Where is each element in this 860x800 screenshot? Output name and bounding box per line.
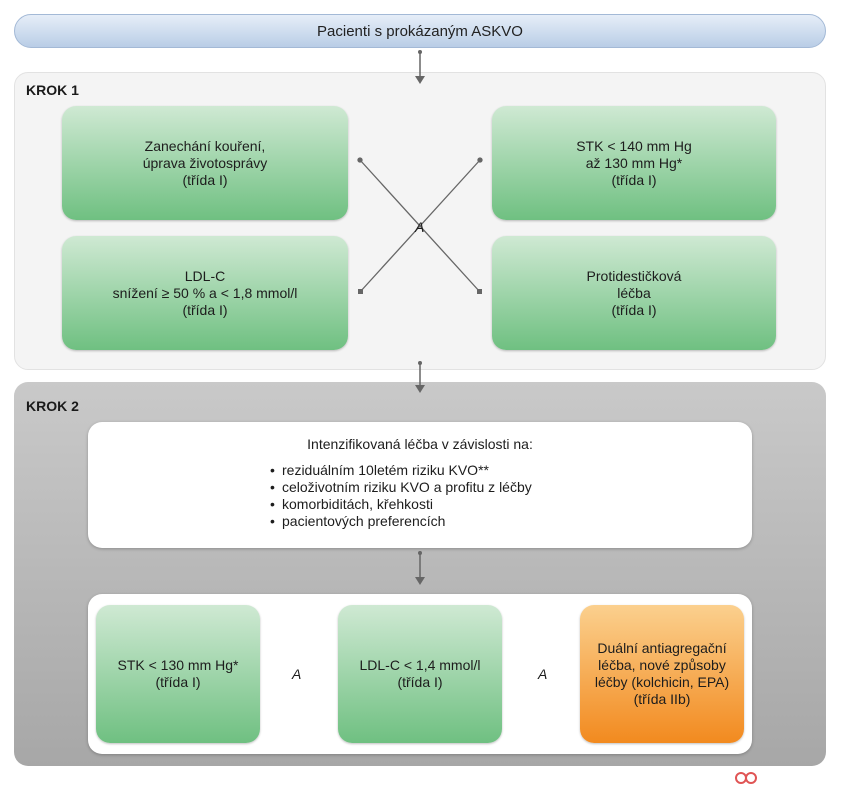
cross-connector xyxy=(357,157,483,294)
box-line: STK < 130 mm Hg* xyxy=(117,657,239,673)
step1-and-letter: A xyxy=(415,219,425,235)
box-line: (třída IIb) xyxy=(633,691,691,707)
box-line: (třída I) xyxy=(182,171,228,188)
arrow-step1-to-step2 xyxy=(415,361,425,393)
step2-label: KROK 2 xyxy=(26,398,79,414)
step2-and-letter-1: A xyxy=(292,666,302,682)
step1-label: KROK 1 xyxy=(26,82,79,98)
step1-box-antiplatelet: Protidestičková léčba (třída I) xyxy=(492,236,776,350)
step2-and-letter-2: A xyxy=(538,666,548,682)
box-line: LDL-C < 1,4 mmol/l xyxy=(359,657,481,673)
list-item: reziduálním 10letém riziku KVO** xyxy=(268,462,532,479)
box-line: léčba, nové způsoby xyxy=(598,657,726,673)
box-line: (třída I) xyxy=(182,301,228,318)
box-line: Zanechání kouření, xyxy=(144,137,266,154)
box-line: snížení ≥ 50 % a < 1,8 mmol/l xyxy=(112,284,298,301)
box-line: (třída I) xyxy=(611,301,657,318)
arrow-banner-to-step1 xyxy=(415,50,425,84)
step1-box-lifestyle: Zanechání kouření, úprava životosprávy (… xyxy=(62,106,348,220)
list-item: celoživotním riziku KVO a profitu z léčb… xyxy=(268,479,532,496)
step1-box-ldl: LDL-C snížení ≥ 50 % a < 1,8 mmol/l (tří… xyxy=(62,236,348,350)
box-line: Protidestičková xyxy=(586,267,682,284)
box-line: léčba xyxy=(617,284,651,301)
box-line: (třída I) xyxy=(611,171,657,188)
box-line: úprava životosprávy xyxy=(142,154,268,171)
step2-box-dual-antiplatelet: Duální antiagregační léčba, nové způsoby… xyxy=(580,605,744,743)
intensification-list: reziduálním 10letém riziku KVO** celoživ… xyxy=(268,462,532,530)
box-line: Duální antiagregační xyxy=(597,640,727,656)
arrow-intens-to-targets xyxy=(415,551,425,585)
box-line: až 130 mm Hg* xyxy=(585,154,683,171)
box-line: STK < 140 mm Hg xyxy=(576,137,692,154)
corner-logo-mark xyxy=(735,772,757,784)
intensification-title: Intenzifikovaná léčba v závislosti na: xyxy=(307,436,533,452)
box-line: (třída I) xyxy=(155,674,201,690)
step2-box-blood-pressure: STK < 130 mm Hg* (třída I) xyxy=(96,605,260,743)
list-item: komorbiditách, křehkosti xyxy=(268,496,532,513)
box-line: LDL-C xyxy=(184,267,226,284)
list-item: pacientových preferencích xyxy=(268,513,532,530)
step1-box-blood-pressure: STK < 140 mm Hg až 130 mm Hg* (třída I) xyxy=(492,106,776,220)
banner-text: Pacienti s prokázaným ASKVO xyxy=(317,22,523,40)
patients-banner: Pacienti s prokázaným ASKVO xyxy=(14,14,826,48)
step2-box-ldl: LDL-C < 1,4 mmol/l (třída I) xyxy=(338,605,502,743)
box-line: léčby (kolchicin, EPA) xyxy=(594,674,730,690)
box-line: (třída I) xyxy=(397,674,443,690)
